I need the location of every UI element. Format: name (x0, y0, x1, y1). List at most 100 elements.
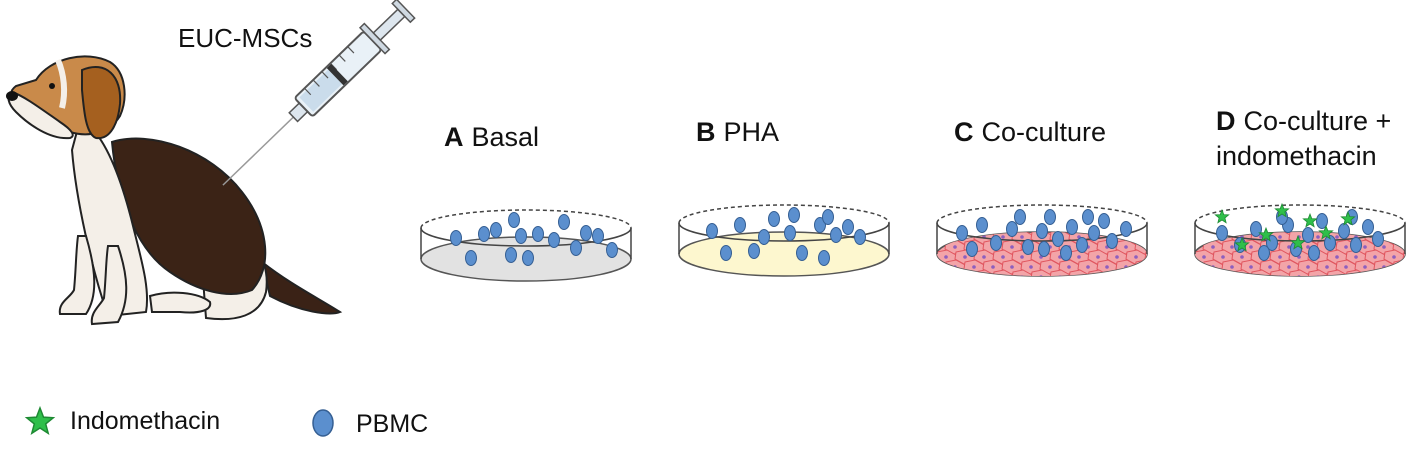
msc-cell (1144, 249, 1147, 265)
msc-nucleus (1096, 275, 1100, 276)
pbmc-cell (1038, 241, 1050, 257)
pbmc-cell (1120, 221, 1132, 237)
msc-nucleus (982, 255, 986, 259)
msc-nucleus (1153, 275, 1157, 279)
msc-nucleus (1115, 275, 1119, 276)
msc-cell (1125, 269, 1147, 276)
msc-cell (1392, 259, 1405, 275)
pbmc-cell (1350, 237, 1362, 253)
msc-cell (1068, 269, 1090, 276)
msc-nucleus (1221, 255, 1225, 259)
pbmc-cell (1052, 231, 1064, 247)
msc-cell (1412, 240, 1418, 254)
petri-dish-coculture (936, 204, 1157, 279)
pbmc-cell (788, 207, 800, 223)
pbmc-cell (1250, 221, 1262, 237)
msc-nucleus (1077, 275, 1081, 276)
msc-cell (1144, 269, 1147, 276)
msc-cell (1250, 269, 1272, 276)
msc-nucleus (1354, 275, 1358, 276)
dish-rim-back (420, 209, 632, 229)
msc-nucleus (963, 255, 967, 259)
dish-rim-front (936, 222, 1148, 242)
msc-nucleus (1029, 265, 1033, 269)
pbmc-cell (1022, 239, 1034, 255)
indomethacin-star (1234, 236, 1250, 252)
msc-nucleus (1202, 275, 1206, 276)
pbmc-cell (606, 242, 618, 258)
msc-nucleus (1134, 235, 1138, 239)
msc-nucleus (1124, 245, 1128, 249)
msc-cell (1011, 269, 1033, 276)
msc-nucleus (1240, 255, 1244, 259)
dish-rim-front (420, 227, 632, 247)
pbmc-cell (592, 228, 604, 244)
pbmc-cell (478, 226, 490, 242)
msc-nucleus (944, 275, 948, 276)
msc-cell (1402, 269, 1405, 276)
msc-nucleus (1297, 275, 1301, 276)
msc-nucleus (1143, 265, 1147, 269)
indomethacin-star (1318, 224, 1334, 240)
msc-nucleus (1221, 275, 1225, 276)
panel-b-name: PHA (724, 117, 780, 147)
msc-nucleus (1363, 265, 1367, 269)
msc-nucleus (1039, 275, 1043, 276)
msc-nucleus (1306, 245, 1310, 249)
panel-c-letter: C (954, 117, 974, 147)
msc-nucleus (1105, 265, 1109, 269)
msc-cell (1106, 269, 1128, 276)
msc-nucleus (1401, 265, 1405, 269)
pbmc-cell (1338, 223, 1350, 239)
pbmc-cell (1082, 209, 1094, 225)
msc-nucleus (1048, 265, 1052, 269)
msc-nucleus (1096, 255, 1100, 259)
msc-nucleus (1278, 255, 1282, 259)
msc-nucleus (953, 245, 957, 249)
pbmc-cell (1316, 213, 1328, 229)
panel-d-letter: D (1216, 106, 1236, 136)
pbmc-cell (768, 211, 780, 227)
beagle-illustration (6, 55, 343, 326)
msc-nucleus (1240, 275, 1244, 276)
pbmc-cell (1362, 219, 1374, 235)
pbmc-cell (1372, 231, 1384, 247)
pbmc-cell (1014, 209, 1026, 225)
panel-d-name-line2: indomethacin (1216, 141, 1377, 171)
petri-dish-coculture-indomethacin (1194, 202, 1418, 277)
pbmc-cell (1076, 237, 1088, 253)
pbmc-cell (748, 243, 760, 259)
pbmc-cell (1098, 213, 1110, 229)
pbmc-cell (814, 217, 826, 233)
msc-nucleus (1335, 255, 1339, 259)
msc-cell (1288, 269, 1310, 276)
pbmc-cell (818, 250, 830, 266)
pbmc-cell (1258, 245, 1270, 261)
pbmc-cell (1308, 245, 1320, 261)
pbmc-cell (580, 225, 592, 241)
pbmc-cell (734, 217, 746, 233)
msc-nucleus (1316, 235, 1320, 239)
msc-nucleus (1001, 255, 1005, 259)
msc-nucleus (1392, 235, 1396, 239)
msc-nucleus (1153, 255, 1157, 259)
petri-dish-basal (420, 209, 632, 282)
pbmc-cell (1216, 225, 1228, 241)
msc-cell (1195, 269, 1215, 276)
msc-nucleus (1020, 235, 1024, 239)
msc-nucleus (1077, 255, 1081, 259)
pbmc-cell (830, 227, 842, 243)
pbmc-cell (508, 212, 520, 228)
msc-nucleus (1382, 245, 1386, 249)
msc-nucleus (1392, 255, 1396, 259)
pbmc-cell (490, 222, 502, 238)
msc-nucleus (1086, 265, 1090, 269)
msc-nucleus (1287, 245, 1291, 249)
indomethacin-star (1258, 226, 1274, 242)
star-shape (24, 405, 56, 435)
pbmc-cell (1060, 245, 1072, 261)
